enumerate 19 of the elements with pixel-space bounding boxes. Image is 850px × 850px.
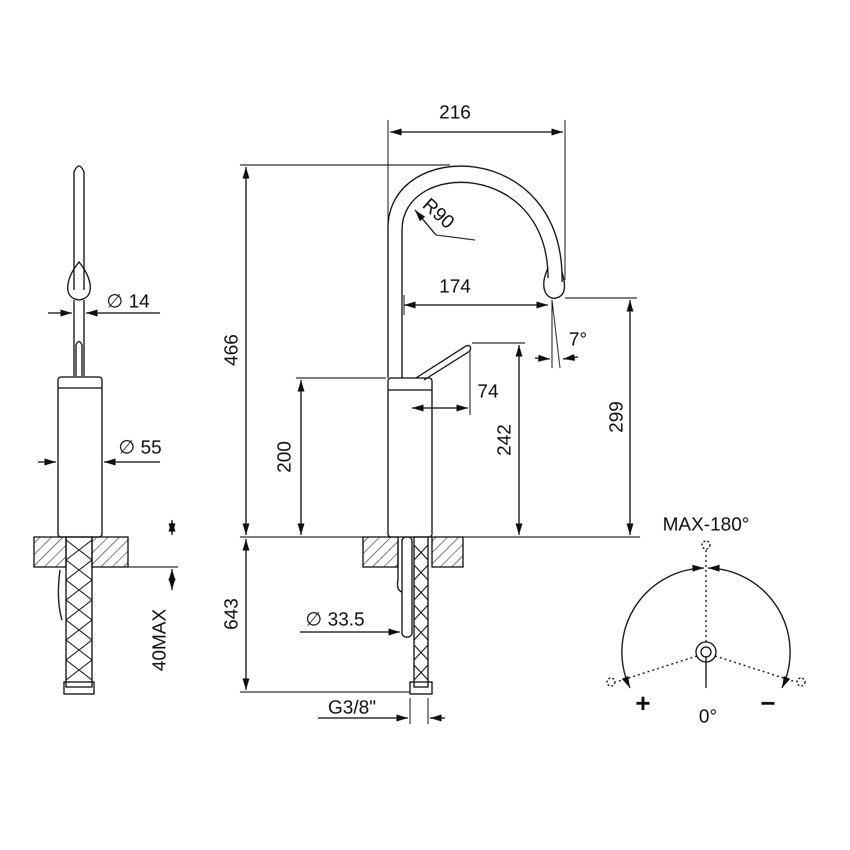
- dimension-value: ∅ 14: [106, 292, 150, 312]
- dimension-value: ∅ 33.5: [305, 610, 365, 630]
- dimension-value: 74: [477, 382, 499, 402]
- angle-label: MAX-180°: [662, 516, 750, 534]
- dimension-value: 174: [439, 278, 471, 296]
- dimension-value: 643: [222, 598, 242, 630]
- dimension-value: 216: [439, 104, 471, 122]
- dimension-value: ∅ 55: [118, 438, 162, 458]
- dimension-value: 200: [276, 441, 294, 473]
- angle-label: 0°: [698, 708, 718, 726]
- thread-size-label: G3/8": [328, 698, 376, 718]
- minus-sign: −: [760, 690, 776, 716]
- dimension-value: 466: [222, 334, 242, 366]
- dimension-value: R90: [418, 195, 458, 233]
- plus-sign: +: [635, 690, 651, 716]
- dimension-value: 299: [608, 401, 626, 433]
- dimension-value: 7°: [568, 330, 588, 350]
- dimension-value: 242: [496, 424, 514, 456]
- dimension-value: 40MAX: [150, 608, 170, 672]
